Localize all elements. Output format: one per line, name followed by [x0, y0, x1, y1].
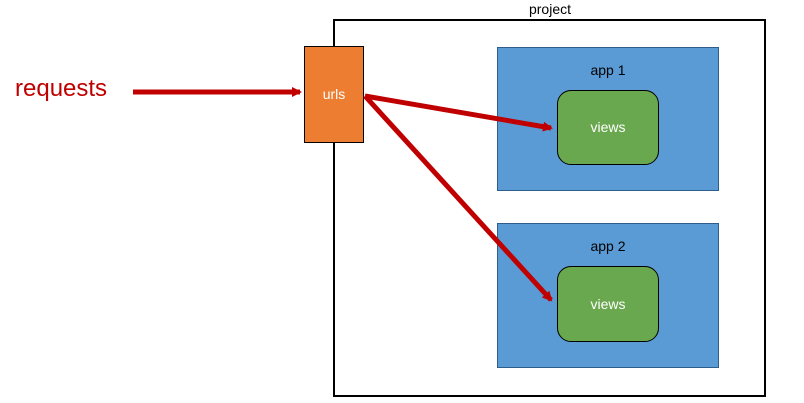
app-1-label: app 1	[590, 62, 626, 78]
requests-label: requests	[15, 75, 108, 102]
app-1-views-box: views	[557, 90, 659, 165]
project-label: project	[528, 1, 572, 17]
urls-box: urls	[304, 46, 364, 143]
app-2-label: app 2	[590, 238, 626, 254]
app-2-views-box: views	[557, 266, 659, 342]
